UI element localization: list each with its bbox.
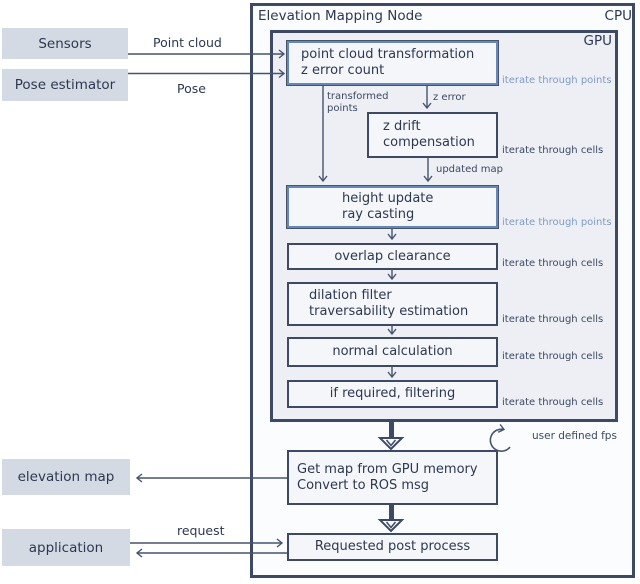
node-text: z drift [383,119,421,134]
z-drift-compensation-node: z drift compensation [367,112,498,158]
pose-estimator-node: Pose estimator [2,69,128,101]
node-text: overlap clearance [334,248,451,264]
request-edge-label: request [177,523,225,538]
application-node: application [2,529,130,566]
iterate-cells-label-3: iterate through cells [502,314,604,325]
node-text: traversability estimation [309,304,469,319]
user-defined-fps-label: user defined fps [532,430,617,442]
sensors-label: Sensors [38,35,92,52]
point-cloud-transform-node: point cloud transformation z error count [286,40,499,86]
get-map-node: Get map from GPU memory Convert to ROS m… [287,450,498,505]
node-text: compensation [383,135,475,150]
iterate-cells-label-5: iterate through cells [502,397,604,408]
application-label: application [28,539,104,556]
label-line: transformed [327,91,389,102]
overlap-clearance-node: overlap clearance [287,243,498,270]
gpu-label: GPU [583,33,612,49]
iterate-points-label-1: iterate through points [502,75,612,86]
node-text: ray casting [342,207,415,222]
normal-calculation-node: normal calculation [287,337,498,367]
point-cloud-edge-label: Point cloud [153,35,222,50]
z-error-label: z error [433,92,466,103]
height-update-node: height update ray casting [286,185,499,229]
node-text: height update [342,191,434,206]
elevation-map-label: elevation map [17,469,115,485]
sensors-node: Sensors [2,28,128,59]
node-text: point cloud transformation [301,47,475,62]
dilation-filter-node: dilation filter traversability estimatio… [287,282,498,326]
label-line: points [327,102,358,114]
elevation-map-node: elevation map [2,459,130,495]
iterate-cells-label-1: iterate through cells [502,145,604,156]
node-text: Requested post process [314,539,471,554]
node-text: if required, filtering [329,386,456,401]
cpu-label: CPU [604,8,632,24]
pose-edge-label: Pose [177,81,206,96]
iterate-cells-label-4: iterate through cells [502,351,604,362]
post-process-node: Requested post process [287,533,498,561]
node-text: normal calculation [332,344,453,359]
iterate-cells-label-2: iterate through cells [502,258,604,269]
pose-estimator-label: Pose estimator [14,77,116,93]
updated-map-label: updated map [436,164,503,175]
diagram-title: Elevation Mapping Node [258,8,423,24]
node-text: z error count [301,63,385,78]
filtering-node: if required, filtering [287,380,498,408]
node-text: Convert to ROS msg [297,477,430,493]
transformed-points-label: transformed points [327,91,389,114]
node-text: dilation filter [309,288,392,303]
iterate-points-label-2: iterate through points [502,217,612,228]
node-text: Get map from GPU memory [297,461,478,477]
